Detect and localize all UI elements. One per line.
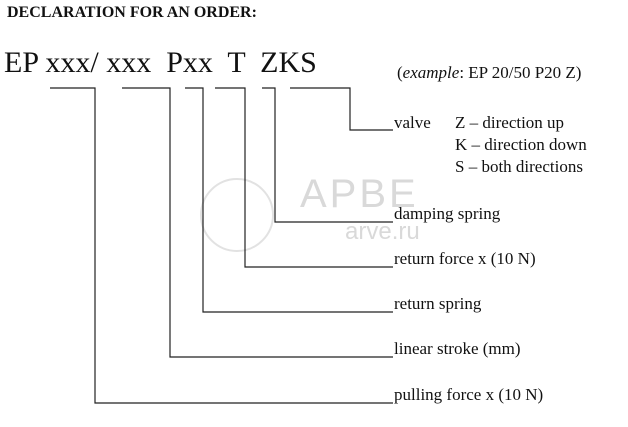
watermark-logo [200, 178, 274, 252]
leader-pulling-force [50, 87, 393, 404]
example-value: : EP 20/50 P20 Z) [459, 63, 582, 82]
leader-return-force [215, 87, 393, 268]
label-linear-stroke: linear stroke (mm) [394, 339, 521, 358]
valve-option-s: S – both directions [455, 157, 583, 176]
label-damping-spring: damping spring [394, 204, 501, 223]
leader-damping-spring [262, 87, 393, 223]
leader-valve [290, 87, 393, 131]
label-return-force: return force x (10 N) [394, 249, 536, 268]
leader-linear-stroke [122, 87, 393, 358]
heading: DECLARATION FOR AN ORDER: [7, 4, 257, 21]
example-text: (example: EP 20/50 P20 Z) [397, 63, 581, 83]
valve-option-k: K – direction down [455, 135, 587, 154]
order-code: EP xxx/ xxx Pxx T ZKS [4, 46, 317, 79]
valve-option-z: Z – direction up [455, 113, 565, 132]
example-word: example [402, 63, 460, 82]
label-pulling-force: pulling force x (10 N) [394, 385, 544, 404]
watermark-brand: APBE [300, 172, 419, 216]
label-return-spring: return spring [394, 294, 482, 313]
example-open: ( [397, 63, 403, 82]
leader-return-spring [185, 87, 393, 313]
label-valve: valve [394, 113, 431, 132]
